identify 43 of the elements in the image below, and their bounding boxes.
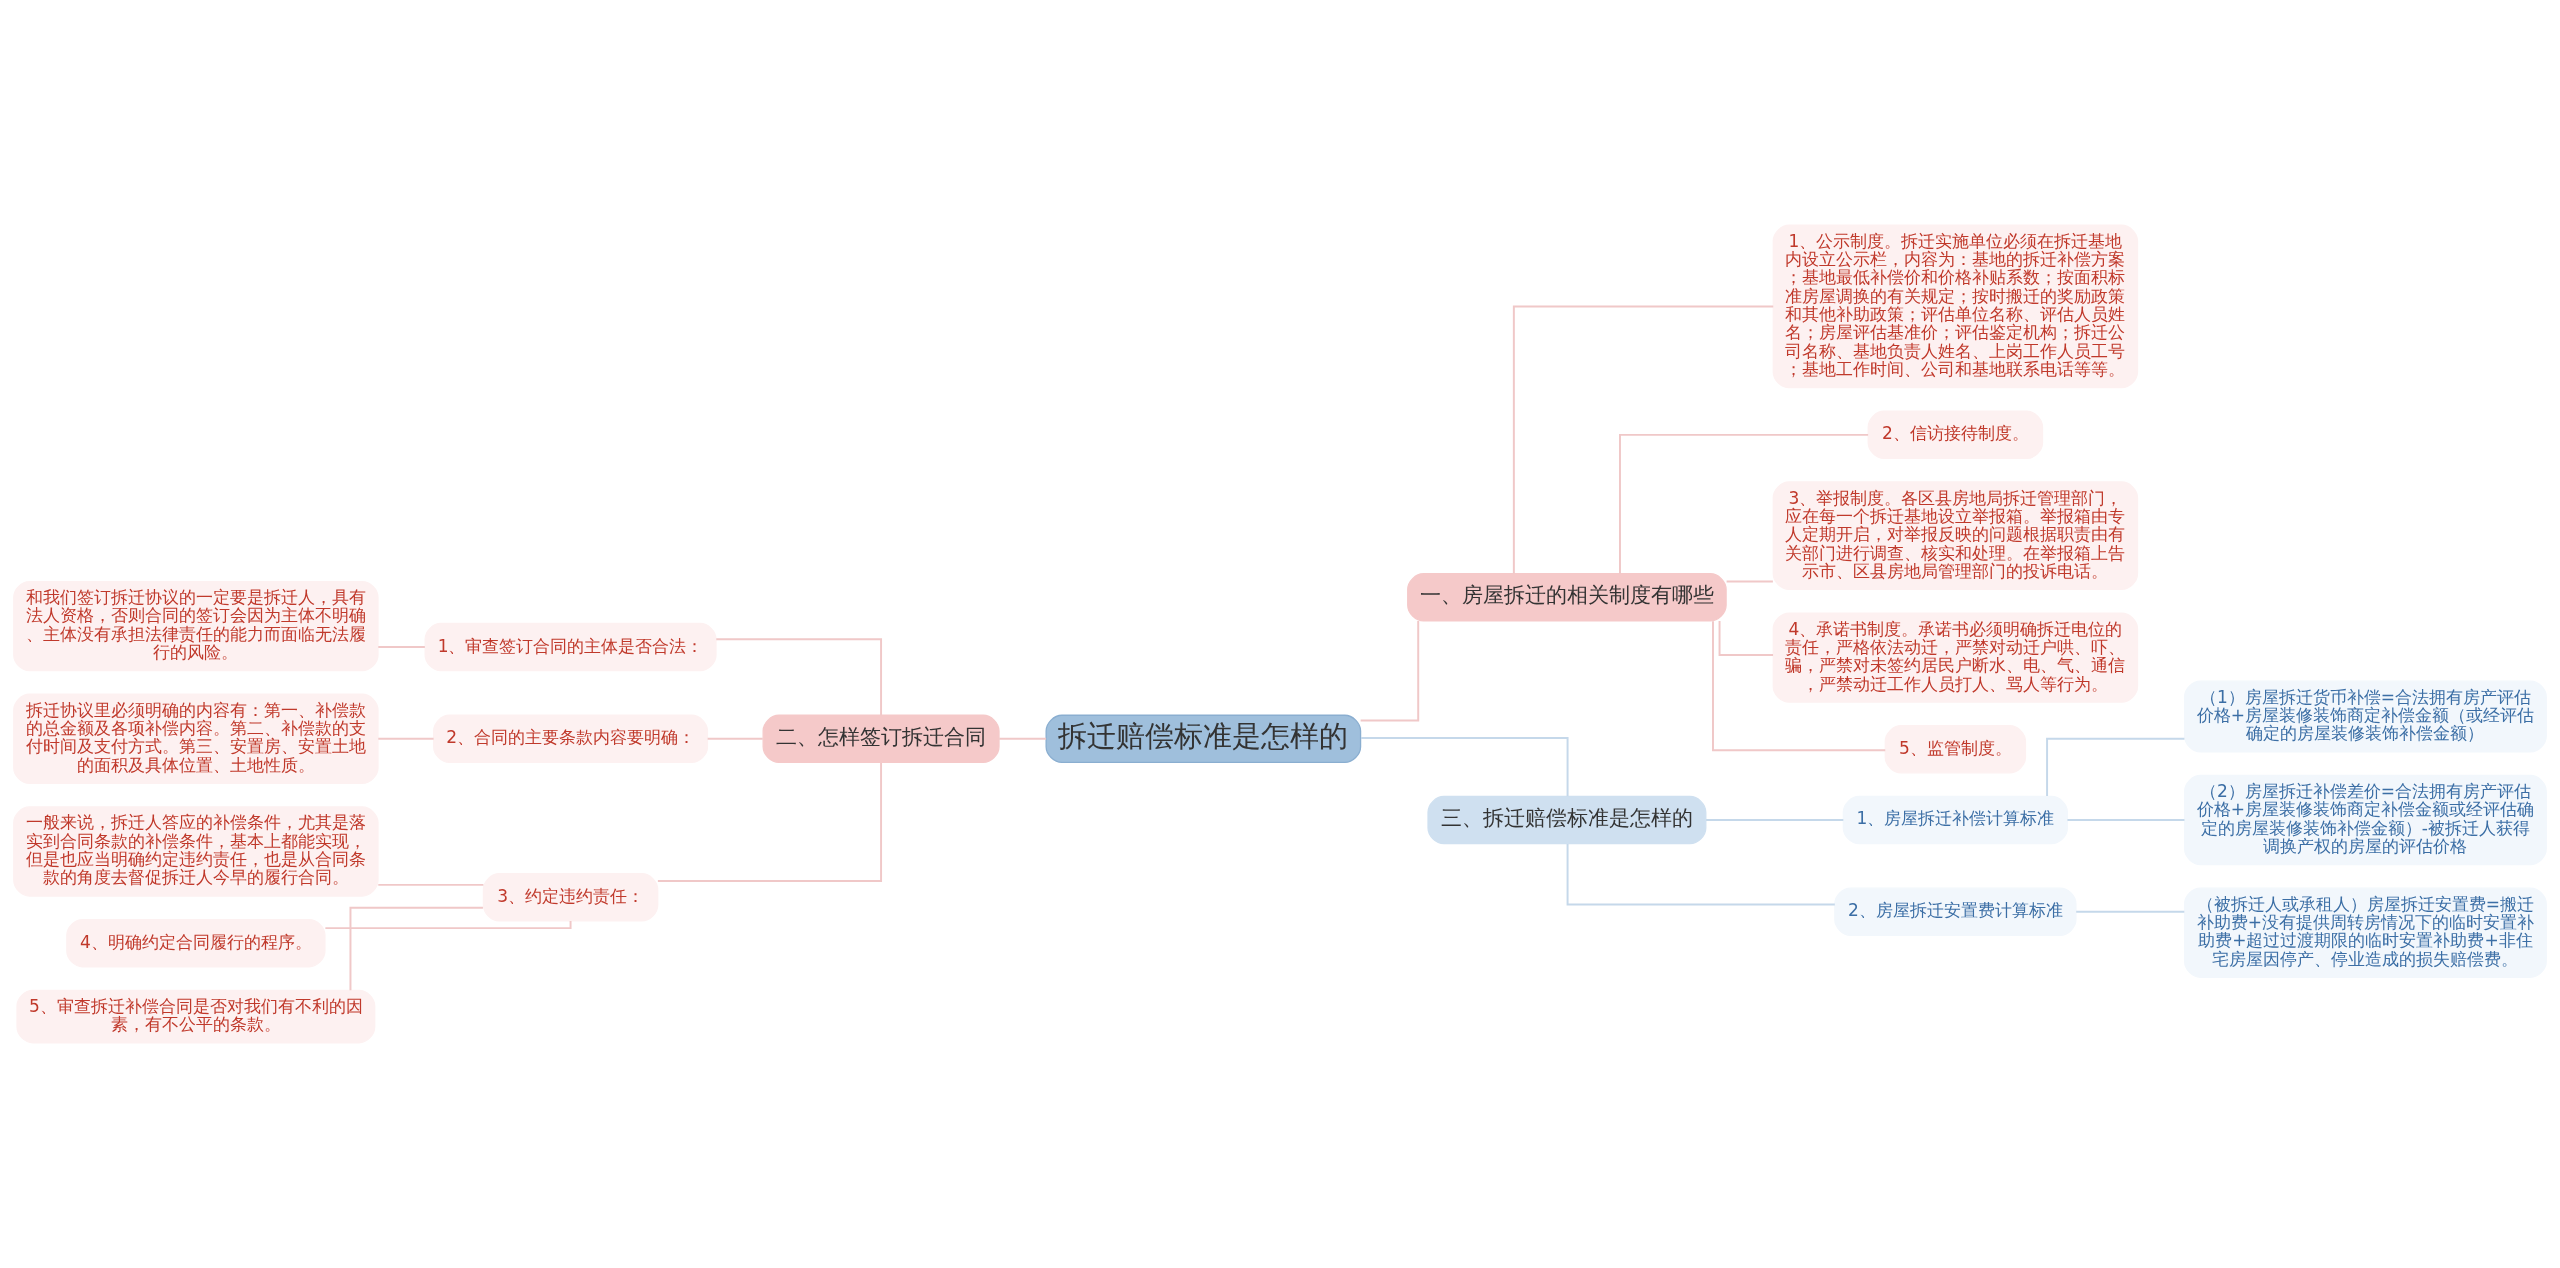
connector — [1619, 433, 1870, 575]
connector — [2046, 737, 2186, 798]
connector — [2066, 819, 2186, 822]
connector — [706, 737, 764, 740]
node-box: （2）房屋拆迁补偿差价=合法拥有房产评估价格+房屋装修装饰商定补偿金额或经评估确定的房屋装修装饰补偿金额）-被拆迁人获得调换产权的房屋的评估价格 — [2184, 774, 2547, 866]
connector — [324, 920, 572, 930]
node-box: 5、监管制度。 — [1884, 725, 2027, 774]
node-box: 三、拆迁赔偿标准是怎样的 — [1427, 795, 1707, 845]
connector — [1359, 620, 1420, 722]
node-box: 2、房屋拆迁安置费计算标准 — [1834, 887, 2077, 936]
node-box: 二、怎样签订拆迁合同 — [762, 714, 1000, 764]
node-box: 一般来说，拆迁人答应的补偿条件，尤其是落实到合同条款的补偿条件，基本上都能实现，但是也应当明确约定违约责任，也是从合同条款的角度去督促拆迁人今早的履行合同。 — [13, 806, 379, 897]
connector — [1705, 819, 1845, 822]
connector — [2075, 910, 2186, 913]
node-box: 4、承诺书制度。承诺书必须明确拆迁电位的责任，严格依法动迁，严禁对动迁户哄、吓、骗，严禁对未签约居民户断水、电、气、通信，严禁动迁工作人员打人、骂人等行为。 — [1772, 612, 2139, 703]
connector — [1566, 843, 1836, 906]
node-box: 拆迁赔偿标准是怎样的 — [1045, 714, 1362, 764]
connector — [1718, 620, 1775, 656]
node-box: 2、信访接待制度。 — [1867, 410, 2044, 460]
connector — [377, 737, 435, 740]
node-box: 一、房屋拆迁的相关制度有哪些 — [1407, 573, 1727, 622]
connector — [1360, 736, 1569, 798]
connector — [377, 883, 485, 886]
connector — [1712, 620, 1887, 752]
node-box: 和我们签订拆迁协议的一定要是拆迁人，具有法人资格，否则合同的签订会因为主体不明确、主体没有承担法律责任的能力而面临无法履行的风险。 — [13, 580, 379, 672]
node-box: 2、合同的主要条款内容要明确： — [433, 714, 709, 764]
node-box: 3、举报制度。各区县房地局拆迁管理部门，应在每一个拆迁基地设立举报箱。举报箱由专人定期开启，对举报反映的问题根据职责由有关部门进行调查、核实和处理。在举报箱上告示市、区县房地局管理部门的投诉电话。 — [1772, 481, 2139, 591]
node-box: 1、公示制度。拆迁实施单位必须在拆迁基地内设立公示栏，内容为：基地的拆迁补偿方案；基地最低补偿价和价格补贴系数；按面积标准房屋调换的有关规定；按时搬迁的奖励政策和其他补助政策；评估单位名称、评估人员姓名；房屋评估基准价；评估鉴定机构；拆迁公司名称、基地负责人姓名、上岗工作人员工号；基地工作时间、公司和基地联系电话等等。 — [1772, 224, 2139, 389]
node-box: 5、审查拆迁补偿合同是否对我们有不利的因素，有不公平的条款。 — [16, 989, 376, 1044]
connector — [1725, 580, 1774, 583]
node-box: 1、房屋拆迁补偿计算标准 — [1842, 795, 2069, 845]
node-box: （被拆迁人或承租人）房屋拆迁安置费=搬迁补助费+没有提供周转房情况下的临时安置补助费+超过过渡期限的临时安置补助费+非住宅房屋因停产、停业造成的损失赔偿费。 — [2184, 887, 2547, 978]
connector — [715, 638, 883, 717]
connector — [377, 646, 426, 649]
connector — [998, 737, 1048, 740]
node-box: 拆迁协议里必须明确的内容有：第一、补偿款的总金额及各项补偿内容。第二、补偿款的支付时间及支付方式。第三、安置房、安置土地的面积及具体位置、土地性质。 — [13, 693, 379, 784]
node-box: 3、约定违约责任： — [482, 873, 659, 922]
connector — [1512, 305, 1775, 575]
node-box: 4、明确约定合同履行的程序。 — [66, 918, 326, 968]
connector — [656, 761, 883, 882]
node-box: （1）房屋拆迁货币补偿=合法拥有房产评估价格+房屋装修装饰商定补偿金额（或经评估确定的房屋装修装饰补偿金额） — [2184, 680, 2547, 753]
connector — [349, 906, 484, 992]
node-box: 1、审查签订合同的主体是否合法： — [424, 622, 717, 672]
